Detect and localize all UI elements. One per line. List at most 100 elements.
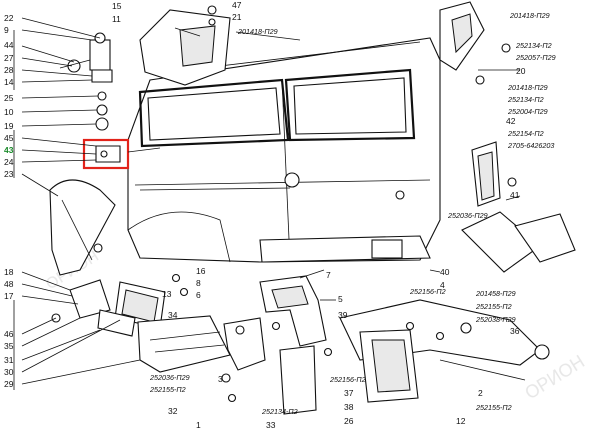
pn-right-mid-6: 252036-П29: [447, 211, 488, 220]
check-arm: [49, 179, 116, 276]
tow-nut: [460, 322, 472, 334]
pn-bottom-center-2: 252156-П2: [329, 375, 366, 384]
label-43[interactable]: 43: [4, 145, 14, 155]
rear-window-right: [284, 68, 416, 142]
body-crease: [134, 179, 431, 186]
body-crease-2: [139, 187, 291, 191]
bolt-47: [207, 5, 217, 15]
bolt-26: [435, 331, 445, 341]
corner-lamp-arm: [514, 213, 576, 263]
bracket-bolt: [174, 27, 201, 37]
pn-top-right-3: 252057-П29: [515, 53, 556, 62]
pn-bottom-center-1: 252134-П2: [261, 407, 298, 416]
bumper-left-rib: [149, 331, 221, 341]
pn-right-mid-3: 252004-П29: [507, 107, 548, 116]
washer-19: [95, 117, 109, 131]
washer-10: [96, 104, 108, 116]
pn-right-low-1: 201458-П29: [475, 289, 516, 298]
part-number-labels: 201418-П29 201418-П29 252134-П2 252057-П…: [149, 11, 556, 416]
label-14: 14: [4, 77, 14, 87]
pn-bottom-right-1: 252155-П2: [475, 403, 512, 412]
tow-plate-face: [371, 339, 411, 393]
label-46: 46: [4, 329, 14, 339]
watermark-text-3: ОРИОН: [522, 351, 589, 403]
pn-top-center: 201418-П29: [237, 27, 278, 36]
lamp-bolt-41: [507, 177, 517, 187]
label-18: 18: [4, 267, 14, 277]
callout-7: 7: [326, 270, 331, 280]
bumper-left-part: [137, 315, 231, 373]
callout-42: 42: [506, 116, 516, 126]
bolt-3: [221, 373, 231, 383]
callout-1: 1: [196, 420, 201, 429]
rear-window-right-inner: [293, 77, 407, 135]
support-bar-33: [279, 345, 317, 415]
bumper-bar-left: [137, 315, 231, 373]
hinge-nut: [501, 43, 511, 53]
bolt-16: [171, 273, 181, 283]
callout-8: 8: [196, 278, 201, 288]
pn-bottom-left-1: 252036-П29: [149, 373, 190, 382]
highlighted-part[interactable]: [82, 138, 130, 170]
mount-bracket: [223, 317, 266, 371]
pn-right-mid-4: 252154-П2: [507, 129, 544, 138]
hinge-axle: [59, 59, 91, 69]
callout-38: 38: [344, 402, 354, 412]
label-48: 48: [4, 279, 14, 289]
label-45: 45: [4, 133, 14, 143]
callout-37: 37: [344, 388, 354, 398]
hinge-block: [89, 39, 111, 71]
left-label-column: 22 9 44 27 28 14 25 10 19 45 43 24 23 18…: [4, 13, 14, 389]
label-22: 22: [4, 13, 14, 23]
pn-right-mid-2: 252134-П2: [507, 95, 544, 104]
lower-right-bracket: [339, 299, 550, 403]
top-right-hinge: [439, 1, 511, 85]
pn-bottom-left-2: 252155-П2: [149, 385, 186, 394]
label-31: 31: [4, 355, 14, 365]
callout-2: 2: [478, 388, 483, 398]
highlighted-clip[interactable]: [95, 145, 121, 163]
upper-hinge-face: [451, 13, 473, 54]
step-plate-face: [271, 285, 309, 309]
highlight-box[interactable]: [82, 138, 130, 170]
label-35: 35: [4, 341, 14, 351]
callout-4: 4: [440, 280, 445, 290]
washer-21: [208, 18, 216, 26]
label-30: 30: [4, 367, 14, 377]
bolt-13: [179, 287, 189, 297]
callout-20: 20: [516, 66, 526, 76]
callout-16: 16: [196, 266, 206, 276]
callout-5: 5: [338, 294, 343, 304]
small-bolts: [171, 273, 445, 403]
bolt-6: [405, 321, 415, 331]
bolt-c: [271, 321, 281, 331]
label-44: 44: [4, 40, 14, 50]
callout-13: 13: [162, 289, 172, 299]
hinge-pin: [284, 172, 300, 188]
arm-bolt: [93, 243, 103, 253]
center-bottom-bracket: [221, 317, 266, 383]
callout-11: 11: [112, 14, 121, 24]
leader-lines: [13, 17, 521, 390]
callout-21: 21: [232, 12, 242, 22]
left-curved-arm: [49, 179, 116, 276]
label-29: 29: [4, 379, 14, 389]
hinge-washer: [475, 75, 485, 85]
check-arm-rib: [61, 199, 93, 261]
label-23: 23: [4, 169, 14, 179]
vehicle-body: [127, 19, 471, 263]
hinge-base: [91, 69, 113, 83]
callout-39: 39: [338, 310, 348, 320]
wheel-arch: [127, 211, 231, 263]
label-24: 24: [4, 157, 14, 167]
callout-12: 12: [456, 416, 466, 426]
callout-36: 36: [510, 326, 520, 336]
label-19: 19: [4, 121, 14, 131]
callout-26: 26: [344, 416, 354, 426]
lamp-housing: [69, 279, 111, 319]
lower-left-lamp: [51, 279, 166, 337]
label-17: 17: [4, 291, 14, 301]
bracket-face: [179, 25, 216, 67]
